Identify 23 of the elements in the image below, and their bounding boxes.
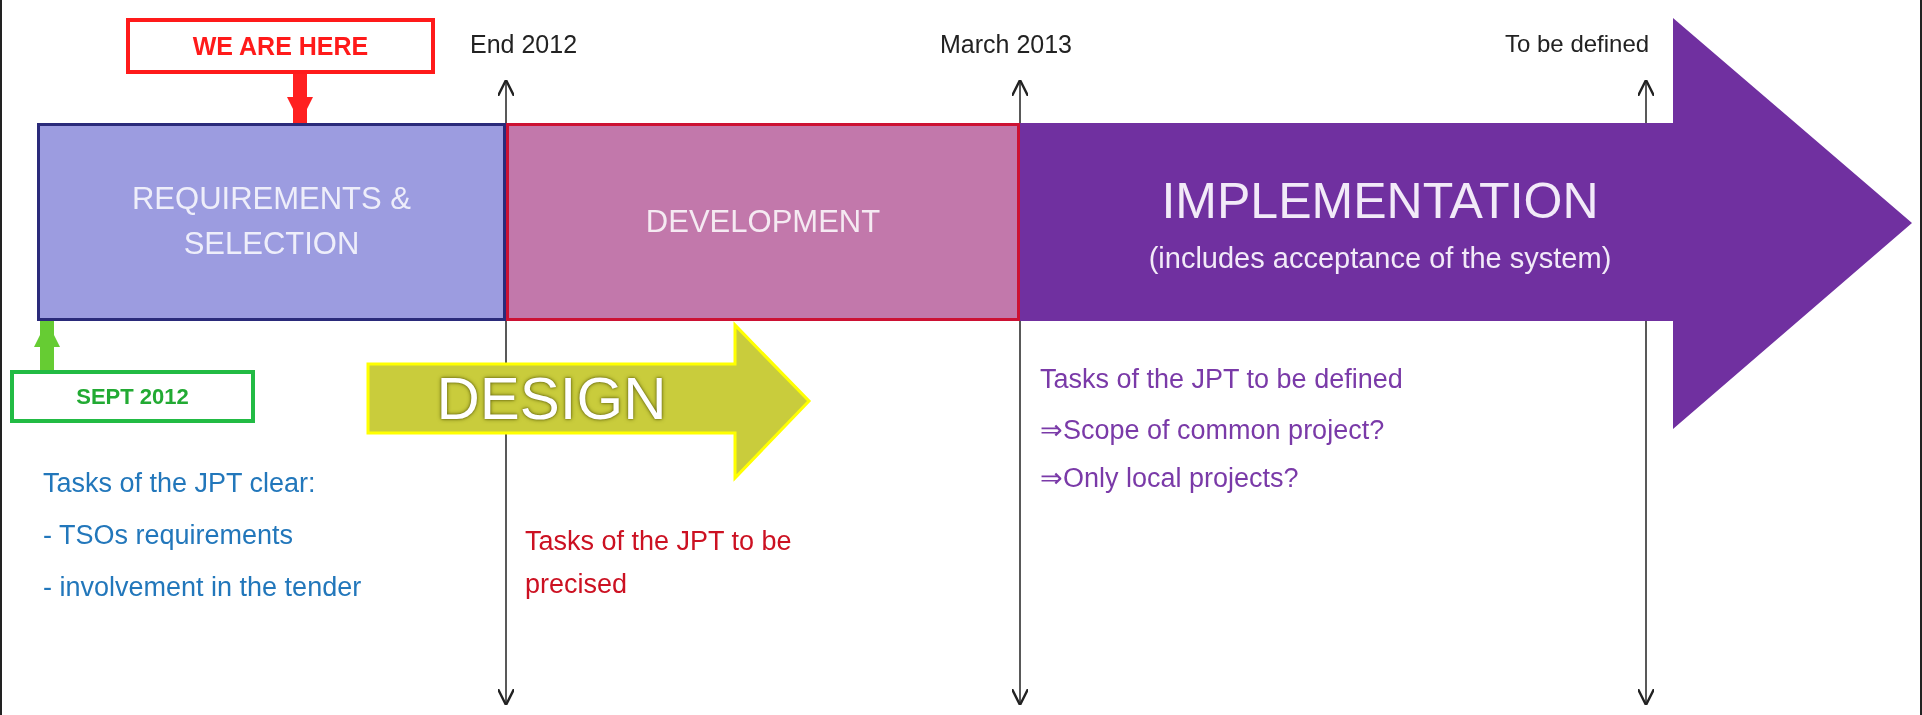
- note-text: - TSOs requirements: [43, 520, 294, 551]
- phase-label: DEVELOPMENT: [645, 202, 881, 241]
- phase-note: (includes acceptance of the system): [1148, 241, 1612, 275]
- status-tag: [126, 18, 435, 74]
- block-arrow: [287, 74, 313, 123]
- date-tag: [10, 370, 255, 423]
- phase-label: IMPLEMENTATION: [1161, 171, 1599, 230]
- phase-label: DESIGN: [436, 364, 667, 433]
- phase-label: SEPT 2012: [76, 383, 189, 410]
- phase-label: REQUIREMENTS & SELECTION: [131, 180, 412, 263]
- phase-box: [37, 123, 506, 321]
- note-text: - involvement in the tender: [43, 572, 362, 603]
- note-text: Tasks of the JPT to be precised: [525, 525, 793, 602]
- note-text: Tasks of the JPT clear:: [43, 468, 316, 499]
- note-text: Tasks of the JPT to be defined: [1040, 364, 1403, 395]
- phase-box: [506, 123, 1020, 321]
- note-text: ⇒Scope of common project?: [1040, 414, 1385, 446]
- block-arrow: [34, 321, 60, 370]
- milestone-date: March 2013: [940, 30, 1073, 59]
- milestone-date: To be defined: [1505, 30, 1650, 58]
- note-text: ⇒Only local projects?: [1040, 462, 1299, 494]
- milestone-date: End 2012: [470, 30, 578, 59]
- phase-label: WE ARE HERE: [192, 31, 369, 61]
